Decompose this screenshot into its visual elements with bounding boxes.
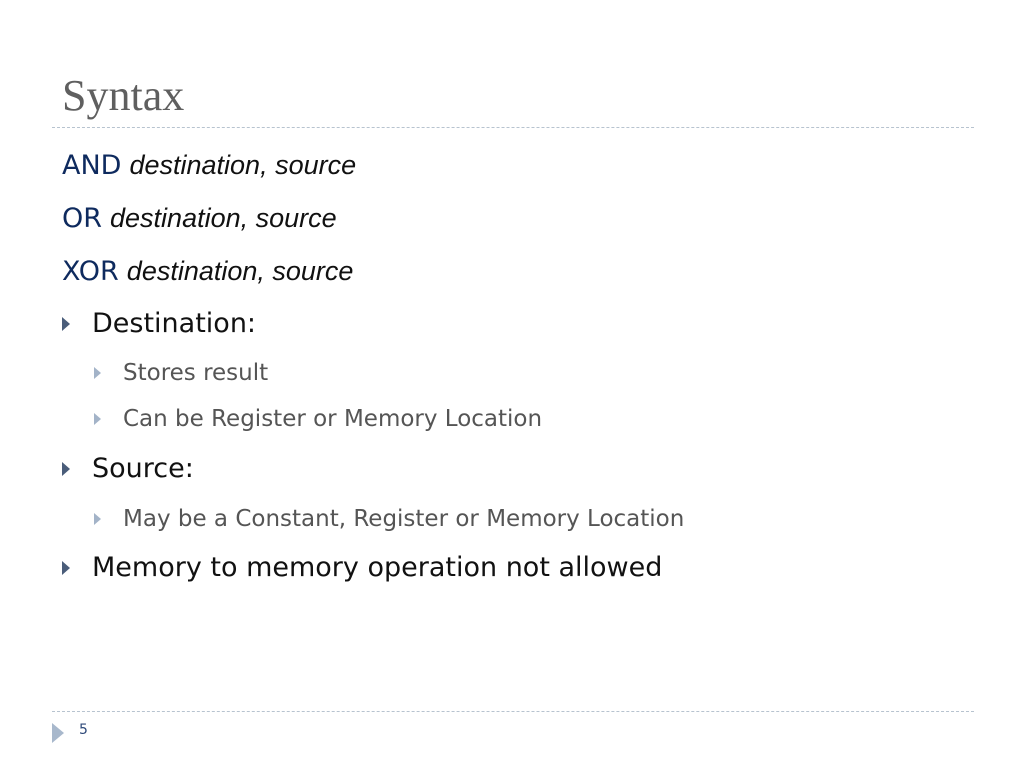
instruction-operands: destination, source [126,256,354,286]
bullet-triangle-icon [62,561,70,575]
bullet-text: Stores result [123,360,269,386]
bullet-triangle-icon [94,413,101,425]
bullet-triangle-icon [94,513,101,525]
bullet-text: Source: [92,453,194,484]
instruction-operands: destination, source [110,203,337,233]
instruction-keyword: OR [62,203,103,234]
slide-title: Syntax [62,71,185,120]
bullet-text: Destination: [92,308,257,339]
bullet-triangle-icon [62,462,70,476]
footer-arrow-icon [52,723,64,743]
instruction-keyword: AND [62,150,122,181]
bullet-text: Can be Register or Memory Location [123,406,543,432]
instruction-keyword: XOR [62,256,119,287]
bullet-text: May be a Constant, Register or Memory Lo… [123,506,685,532]
instruction-operands: destination, source [129,150,357,180]
title-divider [52,127,974,128]
footer-divider [52,711,974,712]
bullet-text: Memory to memory operation not allowed [92,552,663,583]
bullet-triangle-icon [94,367,101,379]
page-number: 5 [79,722,88,738]
bullet-triangle-icon [62,317,70,331]
